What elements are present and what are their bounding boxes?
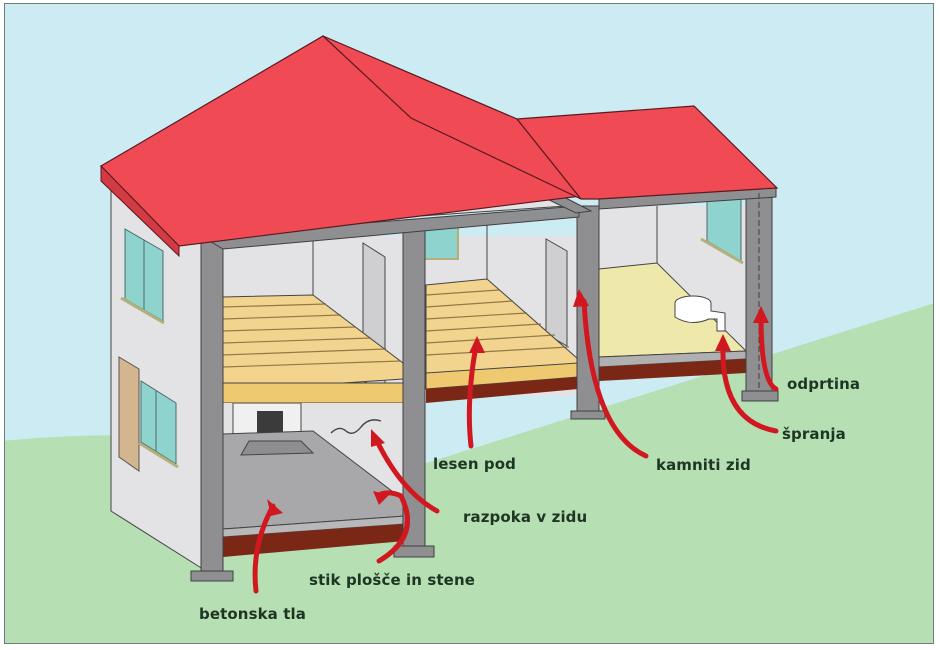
- column-left: [200, 235, 224, 572]
- label-spranja: špranja: [782, 425, 846, 443]
- annex-roof: [515, 105, 779, 200]
- illustration-frame: odprtina špranja kamniti zid lesen pod r…: [4, 3, 934, 644]
- label-stik-plosce-in-stene: stik plošče in stene: [309, 571, 476, 589]
- lower-side-window: [140, 380, 177, 465]
- foundation-strip: [426, 377, 578, 403]
- side-door: [118, 356, 140, 472]
- arrow-betonska-tla: [252, 503, 276, 594]
- label-razpoka-v-zidu: razpoka v zidu: [463, 508, 588, 526]
- label-kamniti-zid: kamniti zid: [656, 456, 751, 474]
- label-betonska-tla: betonska tla: [199, 605, 306, 623]
- label-lesen-pod: lesen pod: [433, 455, 516, 473]
- house-cutaway-illustration: [5, 4, 933, 643]
- label-odprtina: odprtina: [787, 375, 861, 393]
- wall-crack: [330, 419, 382, 434]
